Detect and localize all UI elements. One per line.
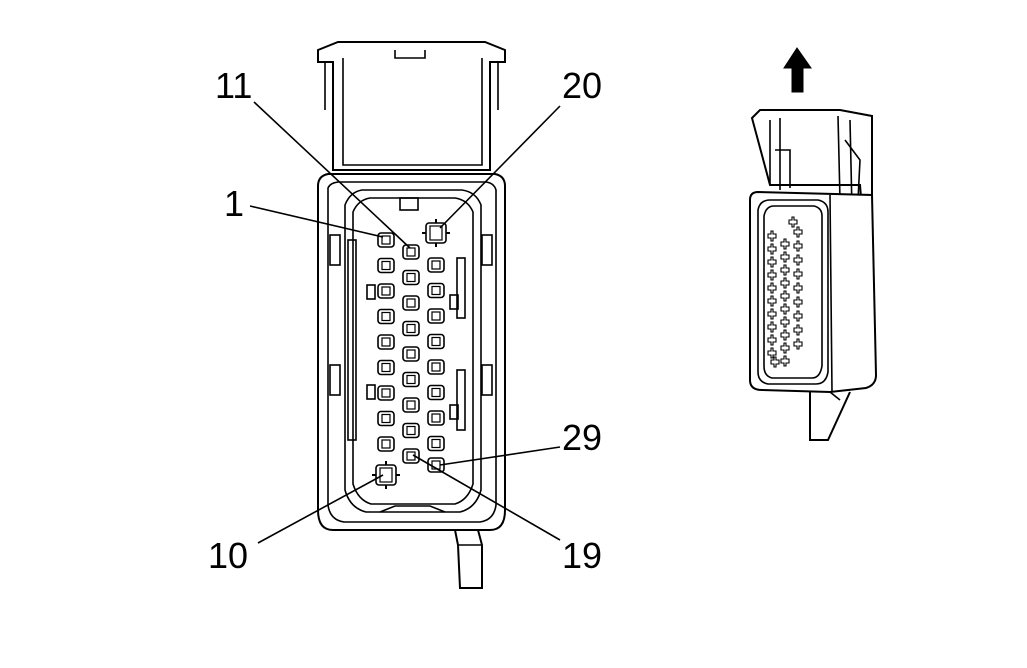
side-pin bbox=[767, 321, 777, 333]
callout-pin-20: 20 bbox=[562, 65, 602, 106]
side-pin bbox=[780, 316, 790, 328]
pin-cavity-grid bbox=[372, 219, 450, 489]
side-pin bbox=[780, 277, 790, 289]
pin-cavity bbox=[372, 461, 400, 489]
pin-cavity bbox=[377, 283, 395, 299]
side-pin bbox=[793, 226, 803, 238]
pin-cavity bbox=[377, 359, 395, 376]
side-pin bbox=[793, 282, 803, 294]
pin-cavity bbox=[402, 346, 420, 362]
side-pin bbox=[780, 290, 790, 302]
side-pin-grid bbox=[767, 216, 803, 368]
callout-pin-1: 1 bbox=[224, 183, 244, 224]
pin-cavity bbox=[427, 410, 445, 426]
side-pin bbox=[793, 268, 803, 280]
pin-cavity bbox=[427, 333, 445, 350]
side-pin bbox=[793, 296, 803, 308]
pin-cavity bbox=[402, 448, 420, 464]
leader-pin-29 bbox=[439, 446, 561, 466]
side-pin bbox=[780, 251, 790, 263]
pin-cavity bbox=[427, 257, 445, 273]
side-pin bbox=[780, 355, 790, 367]
pin-cavity bbox=[402, 244, 420, 260]
callout-pin-11: 11 bbox=[215, 65, 252, 106]
connector-body bbox=[317, 173, 506, 589]
side-pin bbox=[767, 243, 777, 255]
pin-cavity bbox=[402, 397, 420, 413]
side-pin bbox=[767, 269, 777, 281]
side-pin bbox=[767, 256, 777, 268]
side-pin bbox=[793, 240, 803, 252]
pin-cavity bbox=[377, 385, 395, 401]
connector-face-view: 11 20 1 29 10 19 bbox=[208, 41, 602, 589]
pin-cavity bbox=[427, 435, 445, 452]
pin-cavity bbox=[377, 308, 395, 325]
up-arrow-icon bbox=[783, 47, 812, 93]
pin-cavity bbox=[427, 282, 445, 299]
pin-cavity bbox=[402, 422, 420, 439]
callout-pin-19: 19 bbox=[562, 535, 602, 576]
locking-lever bbox=[317, 41, 506, 171]
pin-cavity bbox=[402, 320, 420, 337]
leader-pin-11 bbox=[253, 101, 411, 249]
pin-cavity bbox=[377, 334, 395, 350]
pin-cavity bbox=[402, 269, 420, 286]
side-pin bbox=[793, 310, 803, 322]
side-pin bbox=[767, 230, 777, 242]
side-pin bbox=[793, 324, 803, 336]
leader-pin-1 bbox=[249, 205, 384, 238]
leader-pin-20 bbox=[439, 105, 561, 229]
callout-pin-29: 29 bbox=[562, 417, 602, 458]
side-pin bbox=[767, 347, 777, 359]
side-pin bbox=[770, 356, 780, 368]
side-pin bbox=[793, 338, 803, 350]
side-pin bbox=[780, 342, 790, 354]
pin-cavity bbox=[377, 232, 395, 248]
pin-cavity bbox=[427, 384, 445, 401]
callout-pin-10: 10 bbox=[208, 535, 248, 576]
pin-cavity bbox=[402, 371, 420, 388]
pin-cavity bbox=[377, 436, 395, 452]
pin-cavity bbox=[427, 308, 445, 324]
side-pin bbox=[767, 295, 777, 307]
leader-pin-10 bbox=[257, 474, 384, 544]
side-pin bbox=[780, 303, 790, 315]
side-pin bbox=[780, 329, 790, 341]
side-pin bbox=[767, 282, 777, 294]
callout-leaders bbox=[249, 101, 561, 544]
side-pin bbox=[767, 308, 777, 320]
side-pin bbox=[793, 254, 803, 266]
pin-cavity bbox=[377, 410, 395, 427]
pin-cavity bbox=[427, 359, 445, 375]
side-pin bbox=[788, 216, 798, 228]
leader-pin-19 bbox=[412, 454, 561, 541]
connector-side-view bbox=[749, 47, 878, 441]
side-pin bbox=[780, 238, 790, 250]
pin-cavity bbox=[377, 257, 395, 274]
pin-cavity bbox=[402, 295, 420, 311]
side-pin bbox=[780, 264, 790, 276]
side-pin bbox=[767, 334, 777, 346]
